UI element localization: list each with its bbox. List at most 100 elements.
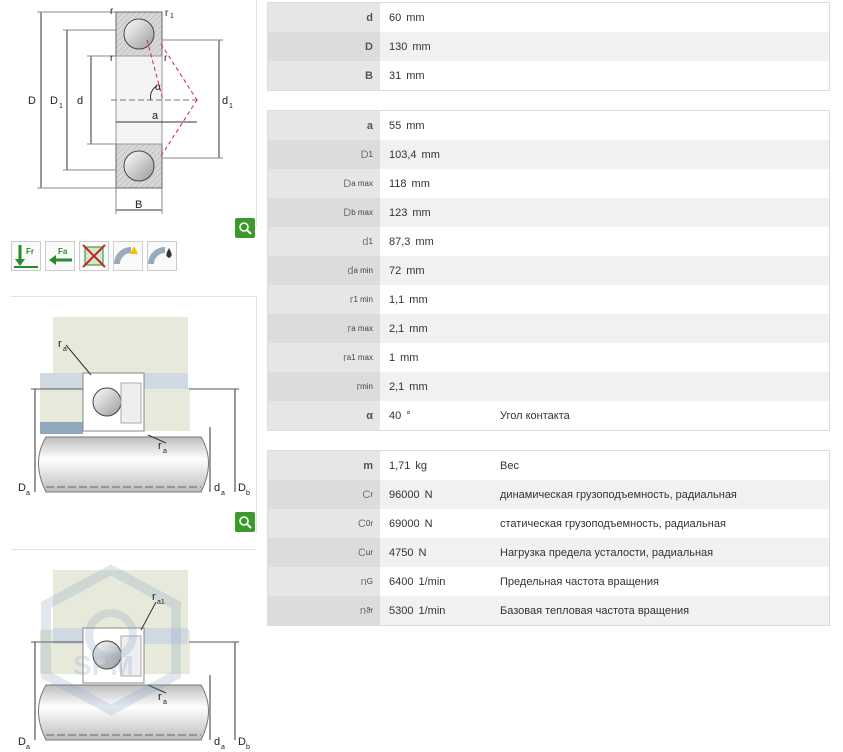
svg-text:D: D [238,482,246,494]
svg-text:a: a [26,490,30,497]
row-description: статическая грузоподъемность, радиальная [500,517,726,530]
svg-text:Fa: Fa [58,247,68,256]
label-B: B [135,199,142,211]
radial-load-icon[interactable]: Fr [11,241,41,271]
row-label: d [268,3,380,32]
svg-text:d: d [214,736,220,748]
lubrication-icon[interactable] [113,241,143,271]
row-unit: N [418,546,427,559]
row-label: α [268,401,380,430]
row-unit: mm [400,351,419,364]
label-D: D [28,95,36,107]
zoom-button[interactable] [235,218,255,238]
row-description: Угол контакта [500,409,570,422]
svg-text:SPM: SPM [73,650,134,681]
svg-text:r: r [165,8,169,19]
row-unit: ° [406,409,411,422]
row-unit: mm [406,119,425,132]
zoom-icon [239,222,252,235]
row-unit: mm [412,206,431,219]
row-unit: 1/min [418,604,446,617]
mounting-dimension-drawing: r a r a D a d a D b [11,296,257,533]
svg-text:r: r [58,338,62,350]
row-unit: mm [421,148,440,161]
svg-text:D: D [238,736,246,748]
svg-text:r: r [164,53,168,64]
row-description: Предельная частота вращения [500,575,659,588]
svg-text:a1: a1 [157,599,165,606]
oil-icon[interactable] [147,241,177,271]
no-seal-icon[interactable] [79,241,109,271]
zoom-button[interactable] [235,512,255,532]
svg-text:a: a [163,448,167,455]
row-unit: 1/min [418,575,446,588]
svg-text:d: d [214,482,220,494]
row-unit: mm [411,177,430,190]
svg-text:1: 1 [170,13,174,20]
bearing-property-icons: Fr Fa [11,241,177,271]
row-unit: mm [406,264,425,277]
svg-text:a: a [221,744,225,749]
row-description: динамическая грузоподъемность, радиальна… [500,488,737,501]
row-unit: mm [409,293,428,306]
row-unit: mm [409,322,428,335]
svg-text:D: D [18,736,26,748]
svg-text:Fr: Fr [26,247,34,256]
row-unit: mm [412,40,431,53]
row-unit: kg [415,459,428,472]
mounting-dimension-drawing-2: SPM r a1 r a D a d a D b [11,549,256,751]
svg-text:a: a [26,744,30,749]
row-description: Вес [500,459,519,472]
row-unit: mm [406,69,425,82]
axial-load-icon[interactable]: Fa [45,241,75,271]
row-unit: mm [406,11,425,24]
svg-text:r: r [158,691,162,703]
bearing-dimension-drawing: D D 1 d d 1 a B α r r 1 r r [11,0,257,226]
row-label: m [268,451,380,480]
svg-text:D: D [18,482,26,494]
